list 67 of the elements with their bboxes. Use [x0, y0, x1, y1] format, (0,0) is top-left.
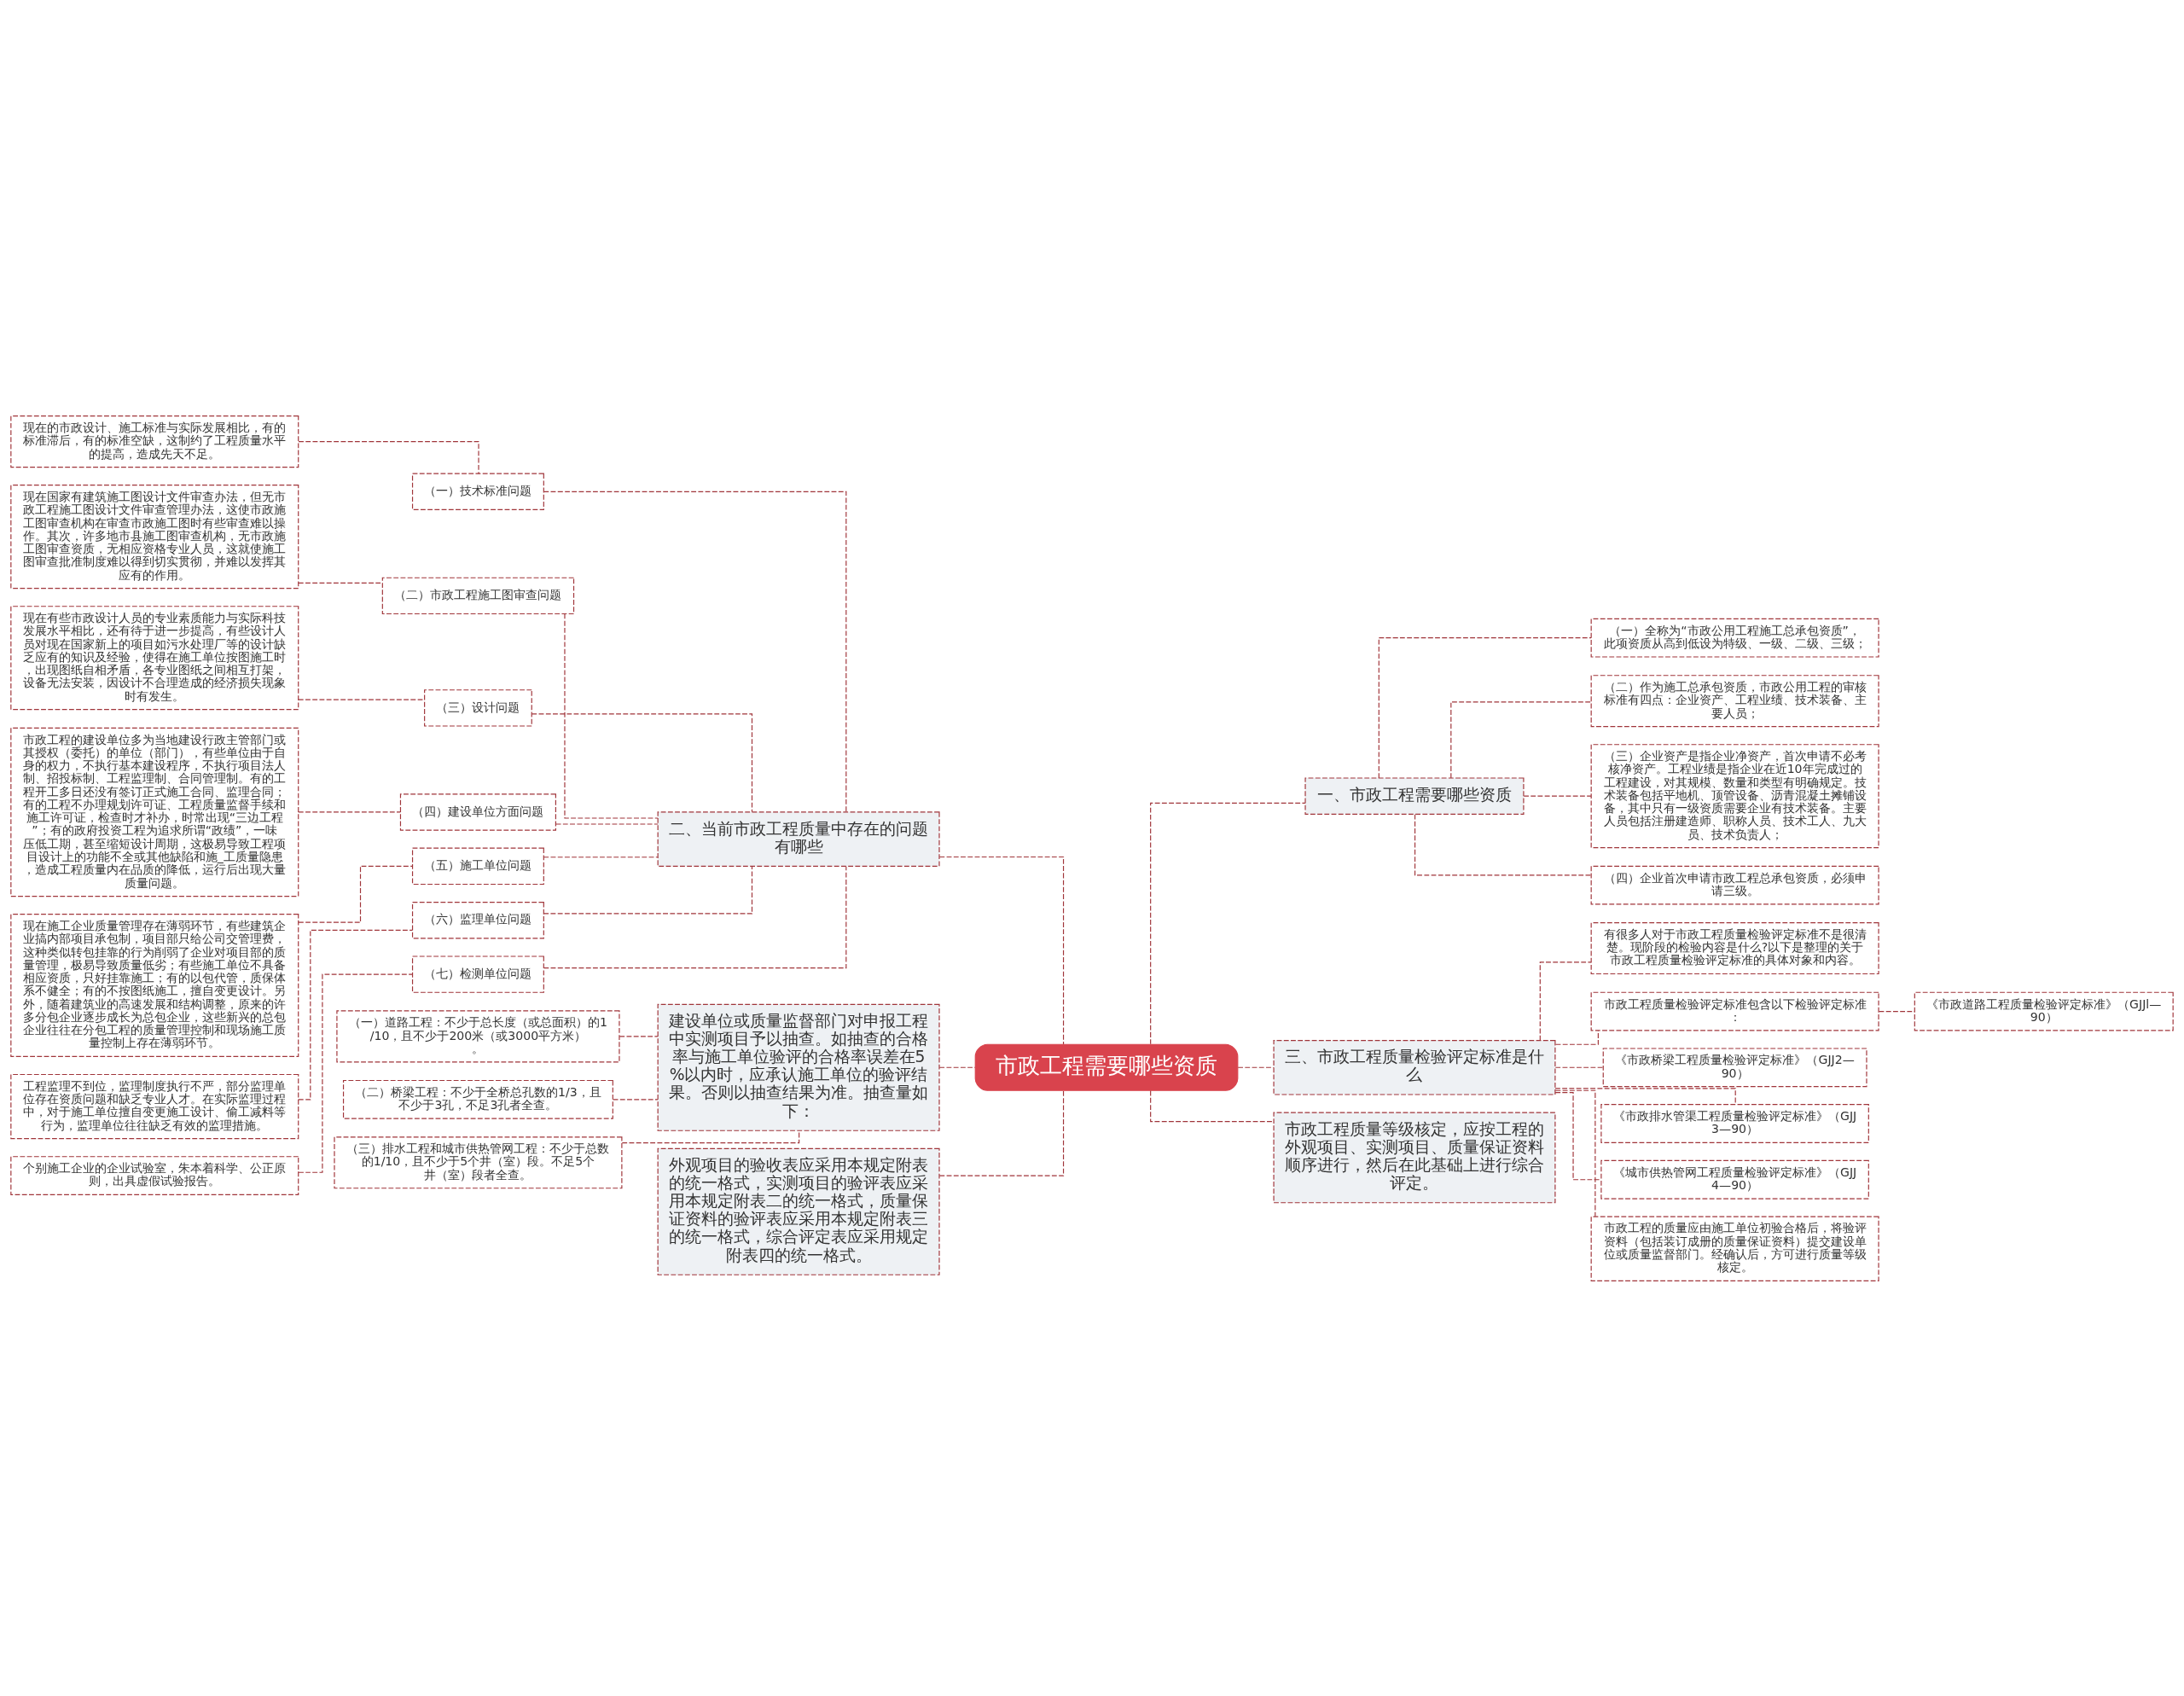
connector — [1237, 1066, 1275, 1068]
connector — [1150, 802, 1306, 1044]
connector — [543, 491, 847, 812]
node-box: 现在施工企业质量管理存在薄弱环节，有些建筑企业搞内部项目承包制，项目部只给公司交管理费，这种类似转包挂靠的行为削弱了企业对项目部的质量管理，极易导致质量低劣；有些施工单位不具备相应资质，只好挂靠施工；有的以包代管，质保体系不健全；有的不按图纸施工，擅自变更设计。另外，随着建筑业的高速发展和结构调整，原来的许多分包企业逐步成长为总包企业，这些新兴的总包企业往往在分包工程的质量管理控制和现场施工质量控制上存在薄弱环节。 — [10, 913, 299, 1057]
connector — [298, 865, 413, 923]
node-box: 市政工程的建设单位多为当地建设行政主管部门或其授权（委托）的单位（部门），有些单位由于自身的权力，不执行基本建设程序，不执行项目法人制、招投标制、工程监理制、合同管理制。有的工程开工多日还没有签订正式施工合同、监理合同；有的工程不办理规划许可证、工程质量监督手续和施工许可证，检查时才补办，时常出现“三边工程”；有的政府投资工程为追求所谓“政绩”，一味压低工期，甚至缩短设计周期，这极易导致工程项目设计上的功能不全或其他缺陷和施_工质量隐患，造成工程质量内在品质的降低，运行后出现大量质量问题。 — [10, 727, 299, 897]
connector — [298, 699, 425, 700]
node-box: 《市政道路工程质量检验评定标准》（GJJl—90） — [1914, 991, 2174, 1031]
node-box: 有很多人对于市政工程质量检验评定标准不是很清楚。现阶段的检验内容是什么?以下是整理的关于市政工程质量检验评定标准的具体对象和内容。 — [1590, 921, 1879, 974]
connector — [555, 822, 659, 825]
node-box: （二）市政工程施工图审查问题 — [381, 577, 575, 614]
connector — [298, 582, 383, 584]
connector — [298, 929, 413, 1100]
connector — [1539, 961, 1592, 1041]
node-box: 现在的市政设计、施工标准与实际发展相比，有的标准滞后，有的标准空缺，这制约了工程质量水平的提高，造成先天不足。 — [10, 415, 299, 468]
node-box: （一）技术标准问题 — [411, 473, 544, 510]
connector — [543, 856, 659, 857]
node-box: 市政工程质量等级核定，应按工程的外观项目、实测项目、质量保证资料顺序进行，然后在此基础上进行综合评定。 — [1273, 1112, 1556, 1203]
connector — [531, 712, 753, 812]
node-box: 个别施工企业的企业试验室，朱本着科学、公正原则，出具虚假试验报告。 — [10, 1155, 299, 1195]
node-box: 现在有些市政设计人员的专业素质能力与实际科技发展水平相比，还有待于进一步提高，有些设计人员对现在国家新上的项目如污水处理厂等的设计缺乏应有的知识及经验，使得在施工单位按图施工时，出现图纸自相矛盾，各专业图纸之间相互打架，设备无法安装，因设计不合理造成的经济损失现象时有发生。 — [10, 605, 299, 710]
node-box: 二、当前市政工程质量中存在的问题有哪些 — [657, 810, 940, 867]
node-box: （三）企业资产是指企业净资产，首次申请不必考核净资产。工程业绩是指企业在近10年完成过的工程建设，对其规模、数量和类型有明确规定。技术装备包括平地机、顶管设备、沥青混凝土摊铺设备，其中只有一级资质需要企业有技术装备。主要人员包括注册建造师、职称人员、技术工人、九大员、技术负责人； — [1590, 743, 1879, 848]
connector — [1554, 1089, 1596, 1217]
connector — [1450, 700, 1592, 778]
connector — [1378, 636, 1592, 778]
node-box: 《城市供热管网工程质量检验评定标准》（GJJ4—90） — [1600, 1159, 1869, 1199]
node-box: （二）桥梁工程：不少于全桥总孔数的1/3，且不少于3孔，不足3孔者全查。 — [342, 1079, 613, 1119]
connector — [613, 1098, 659, 1100]
node-box: 现在国家有建筑施工图设计文件审查办法，但无市政工程施工图设计文件审查管理办法，这使市政施工图审查机构在审查市政施工图时有些审查难以操作。其次，许多地市县施工图审查机构，无市政施工图审查资质，无相应资格专业人员，这就使施工图审查批准制度难以得到切实贯彻，并难以发挥其应有的作用。 — [10, 484, 299, 589]
connector — [543, 865, 847, 968]
node-box: 外观项目的验收表应采用本规定附表的统一格式，实测项目的验评表应采用本规定附表二的统一格式，质量保证资料的验评表应采用本规定附表三的统一格式，综合评定表应采用规定附表四的统一格式。 — [657, 1147, 940, 1275]
node-box: （三）排水工程和城市供热管网工程：不少于总数的1/10，且不少于5个井（室）段。不足5个井（室）段者全查。 — [334, 1136, 623, 1188]
node-box: 建设单位或质量监督部门对申报工程中实测项目予以抽查。如抽查的合格率与施工单位验评的合格率误差在5%以内时，应承认施工单位的验评结果。否则以抽查结果为准。抽查量如下： — [657, 1003, 940, 1131]
node-box: 市政工程的质量应由施工单位初验合格后，将验评资料（包括装订成册的质量保证资料）提交建设单位或质量监督部门。经确认后，方可进行质量等级核定。 — [1590, 1216, 1879, 1281]
connector — [1414, 813, 1592, 875]
connector — [938, 856, 1065, 1044]
node-box: 市政工程需要哪些资质 — [974, 1043, 1239, 1091]
node-box: （一）道路工程：不少于总长度（或总面积）的1/10，且不少于200米（或3000平方米）。 — [336, 1009, 620, 1062]
connector — [1554, 1091, 1602, 1180]
connector — [621, 1130, 800, 1143]
node-box: （三）设计问题 — [424, 688, 532, 727]
node-box: （六）监理单位问题 — [411, 901, 544, 938]
connector — [1878, 1010, 1915, 1012]
node-box: （二）作为施工总承包资质，市政公用工程的审核标准有四点：企业资产、工程业绩、技术装备、主要人员； — [1590, 674, 1879, 727]
connector — [298, 810, 401, 813]
node-box: （五）施工单位问题 — [411, 847, 544, 885]
node-box: 工程监理不到位，监理制度执行不严，部分监理单位存在资质问题和缺乏专业人才。在实际监理过程中，对于施工单位擅自变更施工设计、偷工减料等行为，监理单位往往缺乏有效的监理措施。 — [10, 1073, 299, 1139]
node-box: （四）建设单位方面问题 — [399, 793, 556, 831]
connector — [298, 440, 479, 474]
connector — [619, 1035, 659, 1037]
connector — [938, 1089, 1065, 1176]
node-box: （一）全称为“市政公用工程施工总承包资质”，此项资质从高到低设为特级、一级、二级、三级； — [1590, 618, 1879, 658]
connector — [543, 865, 753, 914]
node-box: 一、市政工程需要哪些资质 — [1304, 776, 1525, 815]
connector — [1523, 795, 1592, 797]
connector — [1150, 1089, 1275, 1122]
node-box: 《市政桥梁工程质量检验评定标准》（GJJ2—90） — [1602, 1047, 1867, 1087]
connector — [938, 1066, 976, 1068]
connector — [564, 613, 659, 819]
node-box: （七）检测单位问题 — [411, 955, 544, 993]
node-box: 三、市政工程质量检验评定标准是什么 — [1273, 1039, 1556, 1095]
connector — [1554, 1066, 1604, 1068]
node-box: 《市政排水管渠工程质量检验评定标准》（GJJ3—90） — [1600, 1103, 1869, 1143]
node-box: （四）企业首次申请市政工程总承包资质，必须申请三级。 — [1590, 865, 1879, 905]
node-box: 市政工程质量检验评定标准包含以下检验评定标准： — [1590, 991, 1879, 1031]
connector — [1554, 1030, 1599, 1045]
